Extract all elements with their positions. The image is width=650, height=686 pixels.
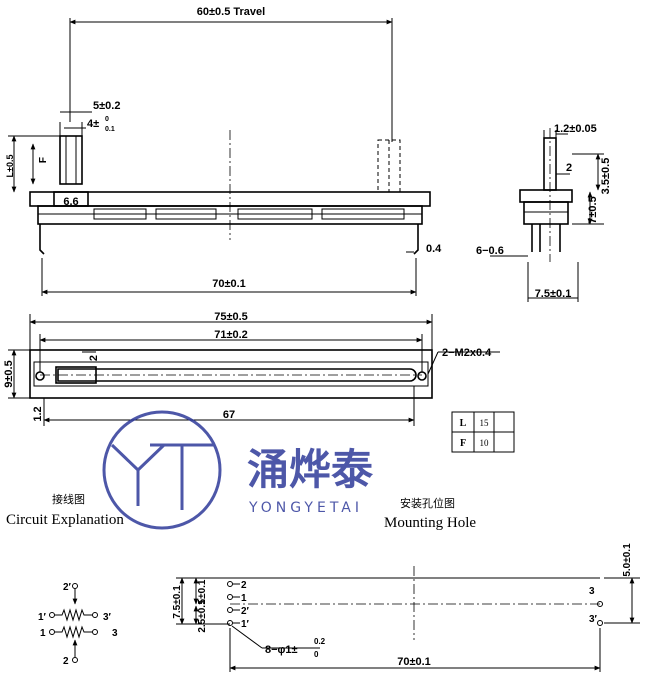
terminal-slot xyxy=(155,208,217,220)
terminal-slot xyxy=(237,208,313,220)
lf-table: L 15 F 10 xyxy=(451,411,515,453)
terminal-3p xyxy=(92,612,98,618)
body-width-label: 9±0.5 xyxy=(3,360,15,387)
pin-2-label: 2 xyxy=(63,656,69,667)
pin-hole xyxy=(227,607,233,613)
terminal-offset-label: 0.4 xyxy=(426,243,442,255)
pin-2p-label: 2′ xyxy=(63,582,72,593)
pin-hole-3p xyxy=(597,620,603,626)
lf-value: 15 xyxy=(480,418,490,428)
mount-pin-1p: 1′ xyxy=(241,619,250,630)
pin-1p-label: 1′ xyxy=(38,612,47,623)
slot-offset-label: 1.2 xyxy=(32,406,44,421)
mount-hole-left xyxy=(35,371,45,381)
top-view: 75±0.5 71±0.2 2 2−M2x0.4 9±0.5 67 1.2 xyxy=(3,311,500,426)
mount-pin-2p: 2′ xyxy=(241,606,250,617)
side-body-top xyxy=(519,189,573,203)
knob-thick-label: 4± xyxy=(87,118,99,130)
side-shaft-label: 1.2±0.05 xyxy=(554,123,597,135)
slide-slot xyxy=(57,368,417,382)
side-slot-label: 2 xyxy=(566,162,572,174)
circuit-cn-title: 接线图 xyxy=(52,492,85,506)
terminal-2p xyxy=(72,583,78,589)
pitch-b-label: 5±0.1 xyxy=(197,579,208,604)
lf-value: 10 xyxy=(480,438,490,448)
slot-length-label: 67 xyxy=(223,409,235,421)
knob-thick-sup: 0 xyxy=(105,116,109,123)
mounting-cn-title: 安装孔位图 xyxy=(400,496,455,510)
pin-hole xyxy=(227,594,233,600)
knob-thick-sub: 0.1 xyxy=(105,126,115,133)
terminal-1 xyxy=(49,629,55,635)
logo-t xyxy=(150,443,214,510)
thread-leader xyxy=(427,351,439,375)
mount-hole-right xyxy=(417,371,427,381)
resistor-upper xyxy=(55,608,92,622)
leg-left xyxy=(39,224,45,255)
mounting-hole-diagram: 7.5±0.1 5±0.1 2.5±0.1 2 1 2′ 1′ 8−φ1± 0.… xyxy=(172,543,640,672)
logo-y xyxy=(110,443,166,506)
front-view: 60±0.5 Travel 5±0.2 4± 0 0.1 L±0.5 F 6.6 xyxy=(5,6,442,296)
brand-cn-name: 涌烨泰 xyxy=(247,445,374,494)
mount-pin-2: 2 xyxy=(241,580,247,591)
pin-3-label: 3 xyxy=(112,628,118,639)
logo-ring xyxy=(102,410,222,530)
f-label: F xyxy=(38,157,49,163)
holes-label: 8−φ1± xyxy=(265,644,298,656)
base-height-label: 6.6 xyxy=(63,196,78,208)
pin-1-label: 1 xyxy=(40,628,46,639)
resistor-lower xyxy=(55,625,92,639)
knob xyxy=(59,135,83,185)
holes-sub: 0 xyxy=(314,650,319,659)
leg-right xyxy=(413,224,419,255)
side-body xyxy=(523,201,569,225)
mounting-en-title: Mounting Hole xyxy=(384,515,476,531)
lf-key: L xyxy=(460,418,467,429)
thread-label: 2−M2x0.4 xyxy=(442,347,492,359)
top-body xyxy=(29,349,433,399)
terminal-2 xyxy=(72,657,78,663)
mount-pin-3p: 3′ xyxy=(589,614,598,625)
pin-hole-3 xyxy=(597,601,603,607)
pin-3p-label: 3′ xyxy=(103,612,112,623)
side-pins-label: 6−0.6 xyxy=(476,245,504,257)
mount-pin-3: 3 xyxy=(589,586,595,597)
pitch-a-label: 7.5±0.1 xyxy=(172,585,183,619)
holes-sup: 0.2 xyxy=(314,637,326,646)
knob-width-label: 5±0.2 xyxy=(93,100,120,112)
lf-key: F xyxy=(460,438,466,449)
pin-hole xyxy=(227,620,233,626)
terminal-3 xyxy=(92,629,98,635)
overall-length-label: 75±0.5 xyxy=(214,311,248,323)
side-height-a-label: 3.5±0.5 xyxy=(600,158,612,195)
pin-hole xyxy=(227,581,233,587)
right-height-label: 5.0±0.1 xyxy=(622,543,633,577)
holes-leader xyxy=(231,625,263,649)
terminal-1p xyxy=(49,612,55,618)
terminal-slot xyxy=(321,208,405,220)
slot-width-label: 2 xyxy=(88,355,100,361)
circuit-diagram: 2′ 1′ 3′ 1 3 2 xyxy=(38,582,118,667)
mount-span-label: 71±0.2 xyxy=(214,329,248,341)
brand-en-name: YONGYETAI xyxy=(248,500,363,516)
l-label: L±0.5 xyxy=(5,155,15,178)
pitch-c-label: 2.5±0.1 xyxy=(197,599,208,633)
brand-watermark: 涌烨泰 YONGYETAI xyxy=(102,410,374,530)
mount-pin-1: 1 xyxy=(241,593,247,604)
travel-label: 60±0.5 Travel xyxy=(197,6,265,18)
side-view: 1.2±0.05 2 3.5±0.5 7±0.5 6−0.6 7.5±0.1 xyxy=(476,123,612,302)
side-base-label: 7.5±0.1 xyxy=(535,288,572,300)
terminal-slot xyxy=(93,208,147,220)
side-height-b-label: 7±0.5 xyxy=(587,196,599,223)
body-length-label: 70±0.1 xyxy=(212,278,246,290)
circuit-en-title: Circuit Explanation xyxy=(6,512,124,528)
span-label: 70±0.1 xyxy=(397,656,431,668)
